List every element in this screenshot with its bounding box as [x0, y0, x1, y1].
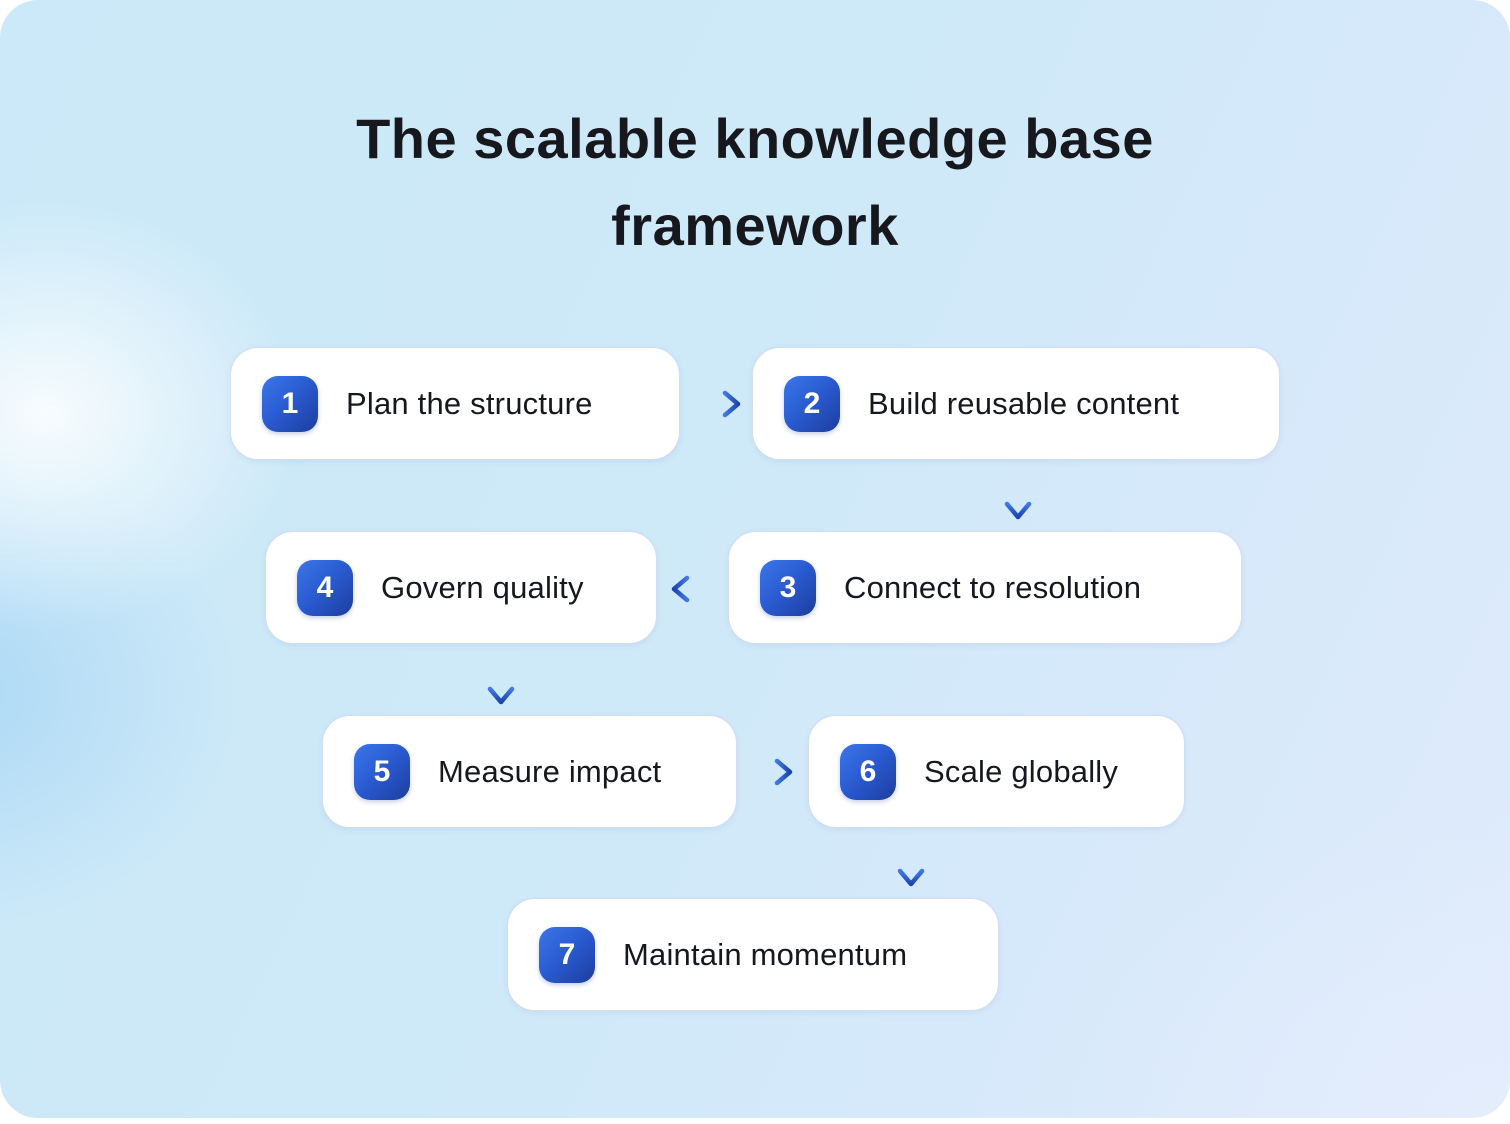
- step-card-5: 5 Measure impact: [322, 715, 737, 828]
- step-number-badge: 4: [297, 559, 353, 616]
- arrow-down-icon: [893, 838, 929, 890]
- step-label: Maintain momentum: [623, 936, 908, 972]
- step-card-4: 4 Govern quality: [265, 531, 657, 644]
- step-label: Govern quality: [381, 569, 584, 605]
- step-number-badge: 5: [354, 743, 410, 800]
- step-card-1: 1 Plan the structure: [230, 347, 680, 460]
- step-number-badge: 7: [539, 926, 595, 983]
- step-card-7: 7 Maintain momentum: [507, 898, 999, 1011]
- step-number-badge: 2: [784, 375, 840, 432]
- step-label: Scale globally: [924, 753, 1119, 789]
- step-number-badge: 6: [840, 743, 896, 800]
- step-card-3: 3 Connect to resolution: [728, 531, 1242, 644]
- step-label: Plan the structure: [346, 385, 593, 421]
- step-card-2: 2 Build reusable content: [752, 347, 1280, 460]
- arrow-right-icon: [694, 386, 744, 422]
- step-label: Measure impact: [438, 753, 662, 789]
- arrow-left-icon: [668, 571, 718, 607]
- arrow-down-icon: [1000, 471, 1036, 523]
- step-label: Build reusable content: [868, 385, 1180, 421]
- step-number-badge: 3: [760, 559, 816, 616]
- step-label: Connect to resolution: [844, 569, 1142, 605]
- page-title: The scalable knowledge base framework: [356, 107, 1154, 257]
- step-card-6: 6 Scale globally: [808, 715, 1185, 828]
- arrow-down-icon: [483, 656, 519, 708]
- step-number-badge: 1: [262, 375, 318, 432]
- arrow-right-icon: [746, 754, 796, 790]
